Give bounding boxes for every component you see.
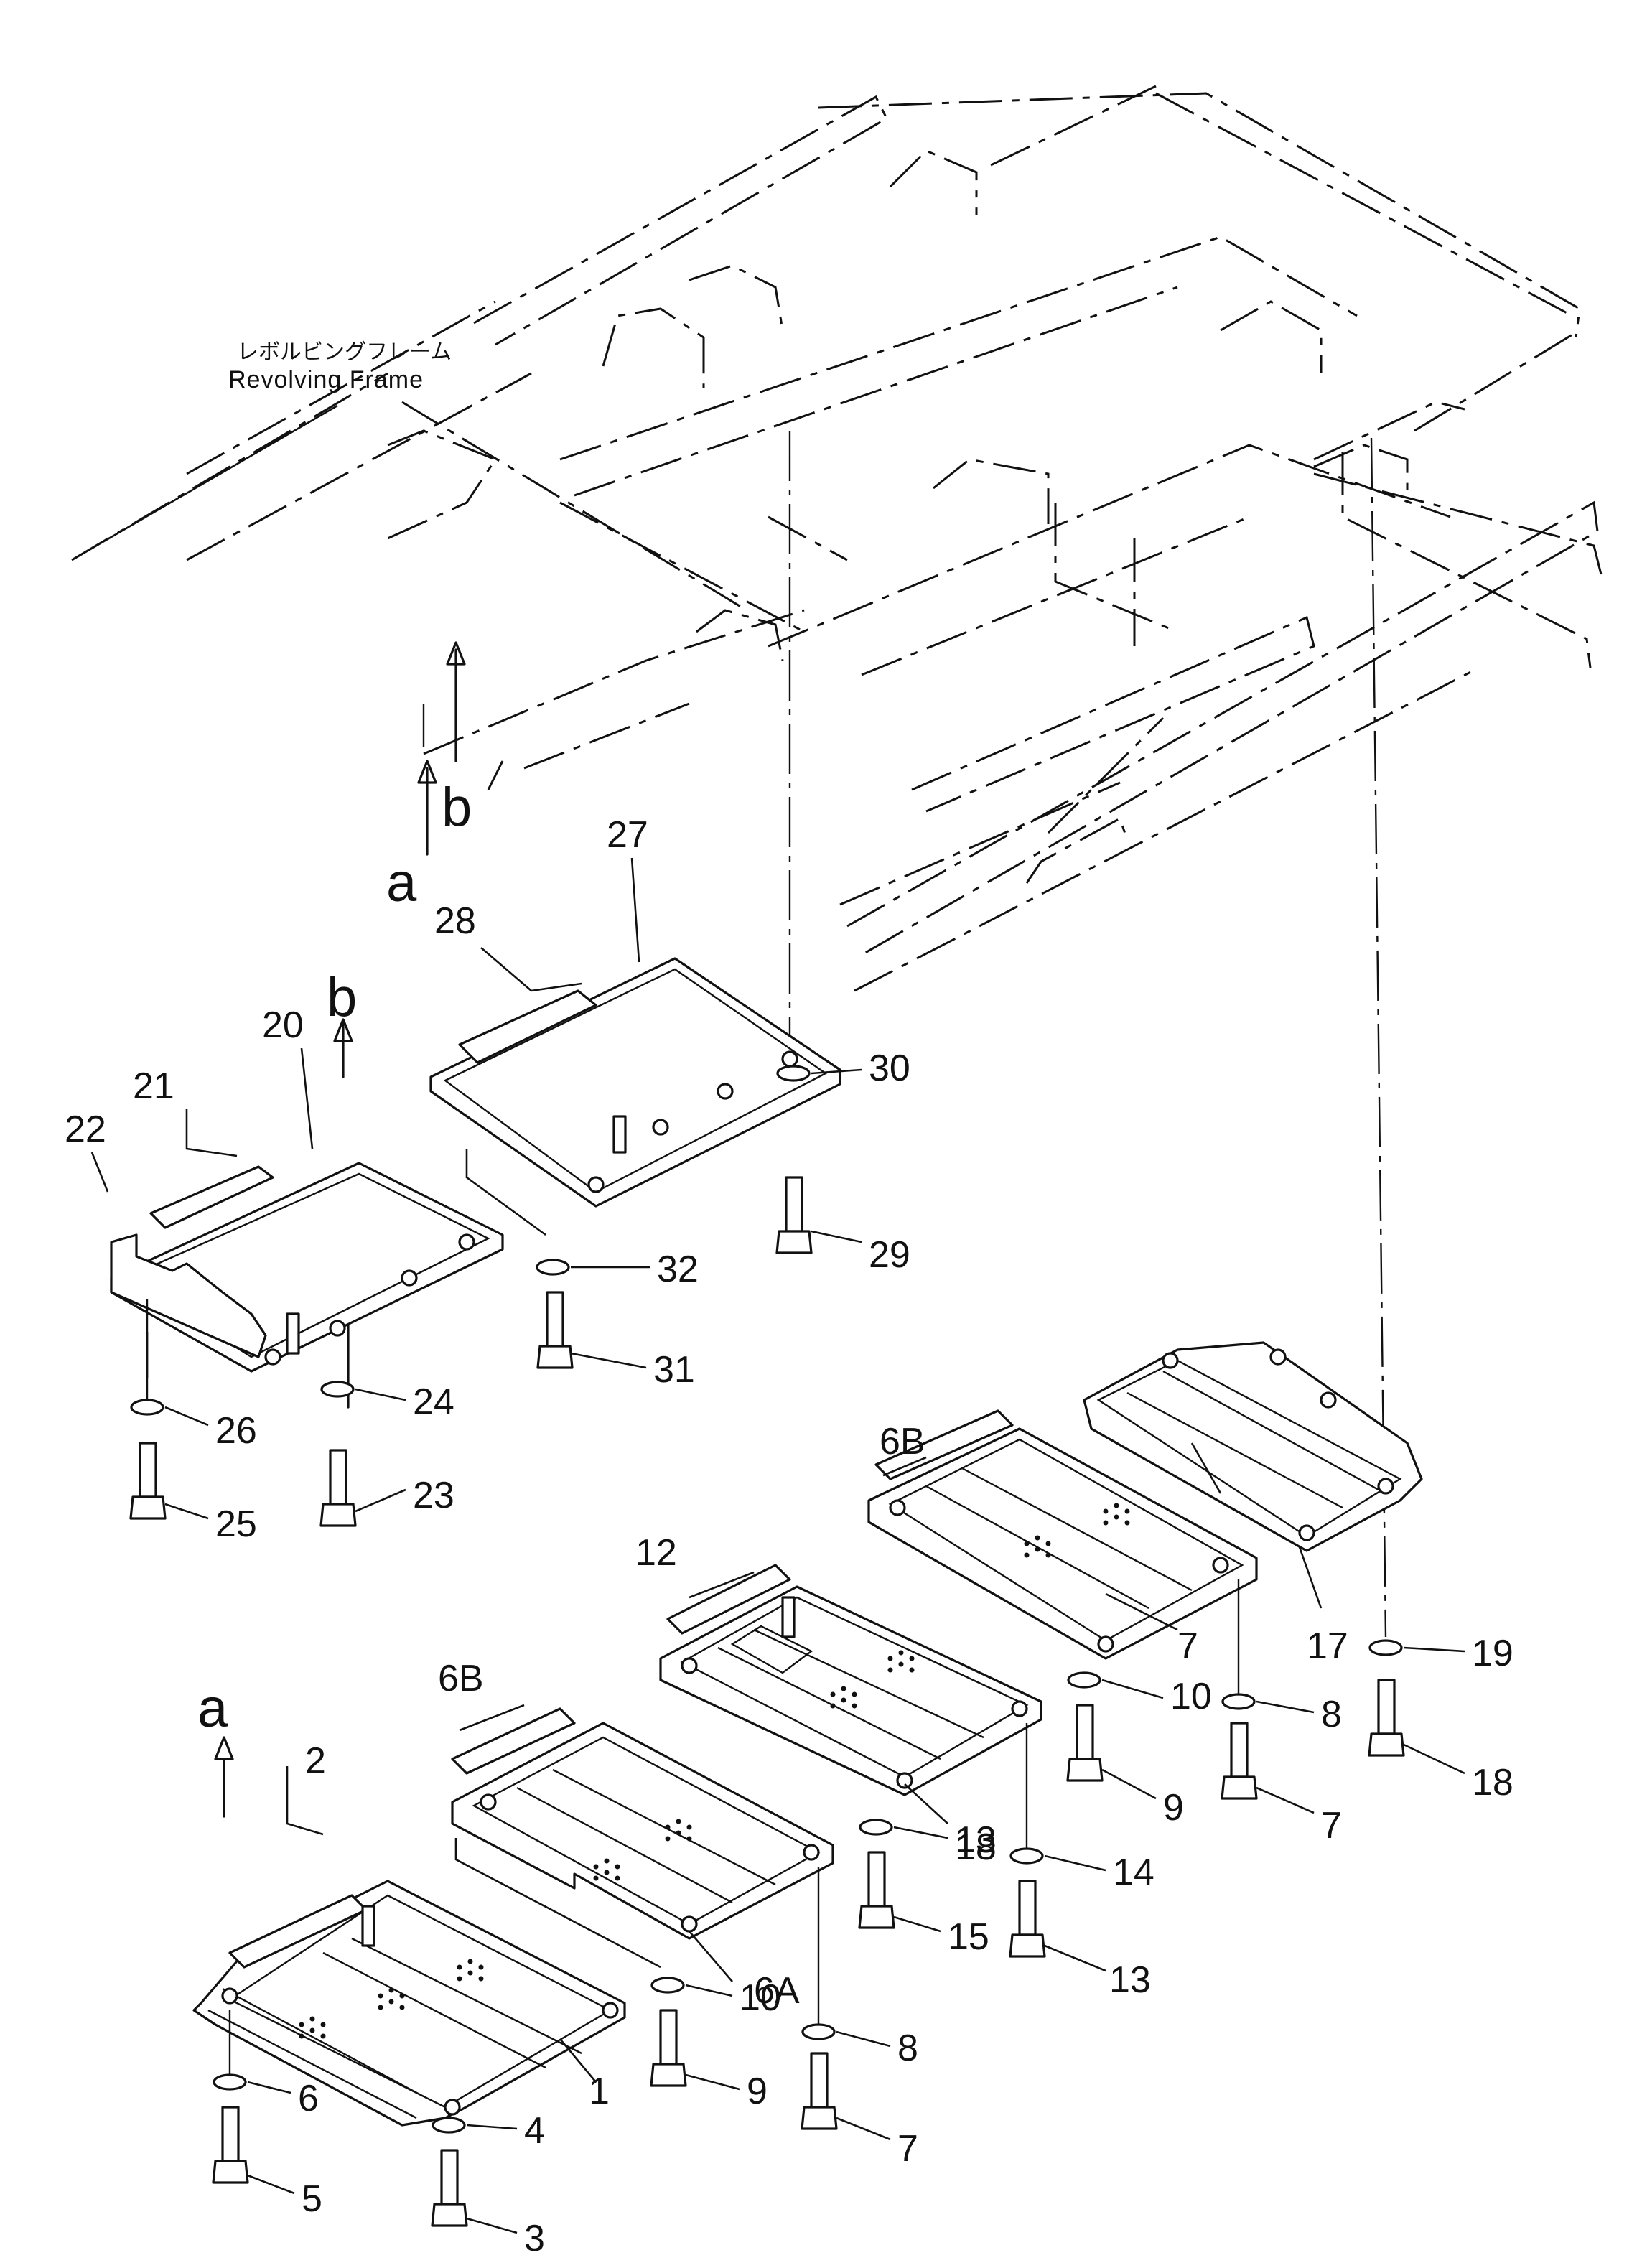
callout-1: 1 — [589, 2071, 610, 2112]
callout-labels: 27 28 30 29 32 31 20 21 22 24 23 26 25 6… — [65, 814, 1513, 2259]
drain-holes-13 — [830, 1650, 915, 1709]
callout-10-right: 8 — [1321, 1694, 1342, 1735]
callout-3: 3 — [524, 2218, 545, 2259]
arrow-a-label-top: a — [386, 852, 417, 913]
callout-13: 13 — [955, 1819, 997, 1861]
callout-9-right: 7 — [1321, 1805, 1342, 1847]
callout-22: 20 — [262, 1004, 304, 1046]
cover-7 — [867, 1409, 1258, 1660]
cover-22 — [110, 1162, 504, 1378]
arrow-b-label-top: b — [442, 777, 472, 838]
callout-16: 14 — [1113, 1852, 1154, 1893]
callout-28: 26 — [215, 1410, 257, 1452]
callout-12-right: 10 — [1170, 1676, 1212, 1717]
cover-19 — [1083, 1341, 1423, 1552]
callout-34: 32 — [657, 1249, 699, 1290]
callout-17: 15 — [948, 1916, 989, 1958]
cover-6a — [451, 1707, 834, 1969]
callout-18-label: 18 — [955, 1826, 997, 1868]
callout-26: 24 — [413, 1381, 454, 1423]
callout-6-washer: 6 — [298, 2078, 319, 2119]
drain-holes-7 — [1024, 1503, 1130, 1558]
callout-11-right: 9 — [1163, 1787, 1184, 1829]
callout-21: 19 — [1472, 1633, 1513, 1674]
frame-label: レボルビングフレーム Revolving Frame — [71, 340, 452, 561]
callout-11-left: 9 — [747, 2071, 768, 2112]
cover-1 — [192, 1880, 626, 2127]
callout-20: 18 — [1472, 1762, 1513, 1803]
callout-25: 23 — [413, 1475, 454, 1516]
cover-29 — [429, 957, 841, 1236]
callout-27: 25 — [215, 1503, 257, 1545]
callout-6A: 6A — [754, 1970, 800, 2012]
callout-24: 22 — [65, 1109, 106, 1150]
callout-19: 17 — [1307, 1625, 1348, 1667]
callout-5: 5 — [302, 2178, 322, 2220]
frame-label-english: Revolving Frame — [228, 366, 424, 393]
callout-10-left: 8 — [897, 2027, 918, 2069]
fasteners — [129, 1065, 1405, 2227]
arrow-b-label: b — [327, 967, 357, 1028]
callout-31: 29 — [869, 1234, 910, 1276]
callout-30: 28 — [434, 900, 476, 942]
callout-29: 27 — [607, 814, 648, 856]
callout-33: 31 — [653, 1349, 695, 1391]
callout-23: 21 — [133, 1065, 174, 1107]
arrow-a-label: a — [197, 1678, 228, 1739]
drain-holes-6a — [593, 1819, 692, 1881]
callout-15: 13 — [1109, 1959, 1151, 2001]
cover-13 — [659, 1564, 1042, 1796]
callout-9-left: 7 — [897, 2128, 918, 2170]
drain-holes-1 — [299, 1959, 484, 2039]
callout-4: 4 — [524, 2110, 545, 2152]
callout-8: 6B — [880, 1421, 925, 1462]
callout-7: 7 — [1177, 1625, 1198, 1667]
callout-2: 2 — [305, 1740, 326, 1782]
callout-14: 12 — [635, 1532, 677, 1574]
callout-12-left: 10 — [740, 1977, 781, 2019]
callout-32: 30 — [869, 1047, 910, 1089]
frame-label-japanese: レボルビングフレーム — [237, 340, 452, 365]
revolving-frame — [71, 85, 1603, 992]
callout-6B-show: 6B — [438, 1658, 484, 1699]
leader-lines — [90, 857, 1465, 2234]
